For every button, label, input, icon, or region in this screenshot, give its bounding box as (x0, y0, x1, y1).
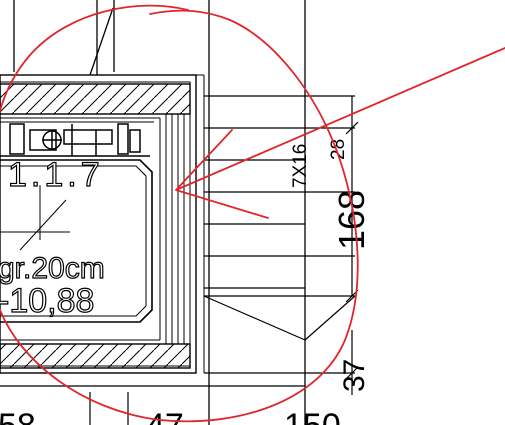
red-markup (0, 4, 505, 423)
bottom-slab-hatch (0, 343, 191, 369)
bottom-mid-dim: 47 (146, 407, 184, 425)
inner-wall-lines (0, 114, 191, 344)
markup-arrow (175, 47, 505, 219)
markup-circle (0, 4, 359, 423)
level-label: -10,88 (0, 282, 94, 320)
stair-treads (0, 95, 356, 387)
lower-height: 37 (338, 359, 371, 392)
floor-label: gr.20cm (0, 252, 105, 285)
elevator-cab (0, 159, 153, 323)
room-code: 1.1.7 (8, 156, 104, 194)
cab-annotation-lines (0, 185, 70, 251)
door-mechanism (0, 123, 150, 157)
shaft-frame (0, 74, 205, 374)
bottom-left-dim: 58 (0, 407, 36, 425)
top-wall-lines (13, 0, 306, 425)
stair-label: 7X16 (290, 144, 311, 188)
top-slab-hatch (0, 83, 191, 115)
bottom-right-dim: 150 (284, 407, 341, 425)
